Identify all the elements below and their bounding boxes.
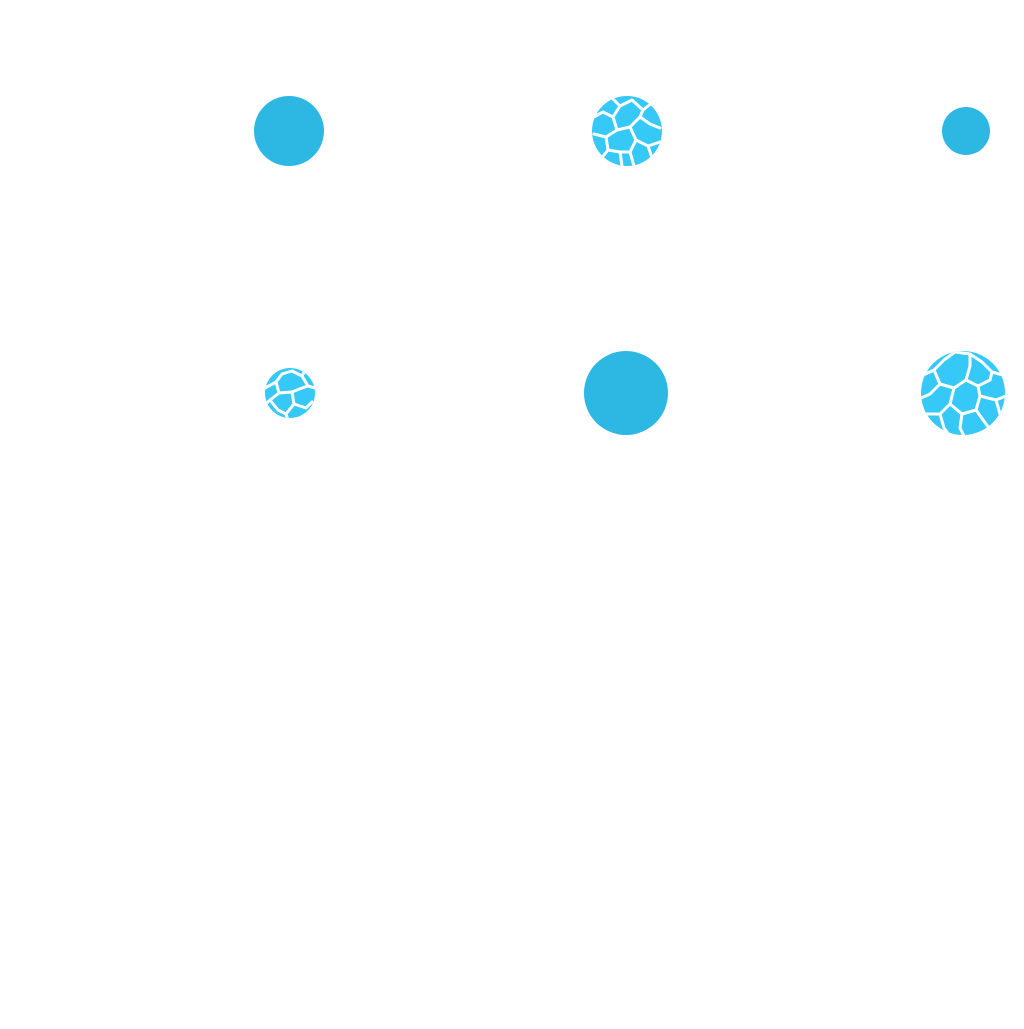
cracked-dot-r2c3 [921,351,1005,435]
solid-dot-r1c1 [254,96,324,166]
solid-dot-r1c3 [942,107,990,155]
cracked-dot-r1c2 [592,96,662,166]
cracked-dot-r2c1 [265,368,315,418]
solid-dot-r2c2 [584,351,668,435]
